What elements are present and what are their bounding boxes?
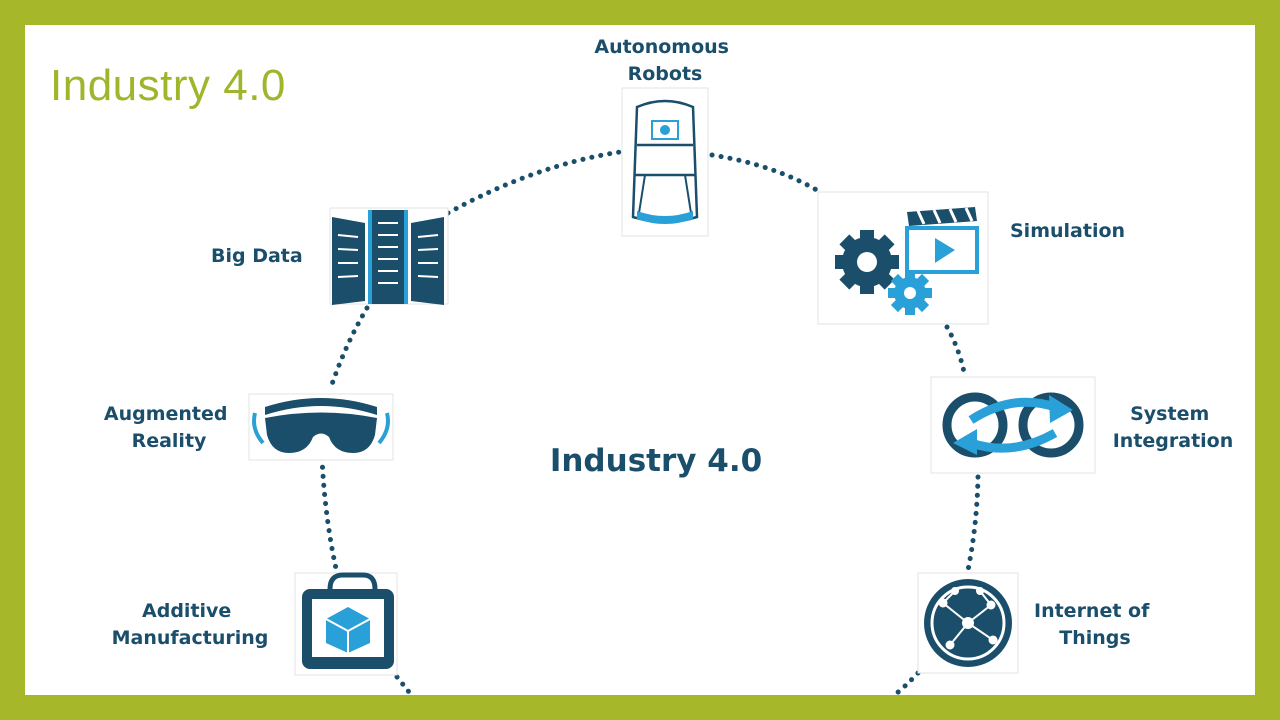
center-title: Industry 4.0	[550, 443, 762, 479]
node-label-system-integration: System Integration	[1113, 403, 1234, 452]
connector-ar-additive	[319, 455, 340, 576]
node-label-augmented-reality: Augmented Reality	[104, 403, 234, 452]
connector-bigdata-ar	[327, 305, 370, 393]
connector-robots-simulation	[709, 152, 823, 195]
slide-title: Industry 4.0	[50, 61, 286, 110]
industry-diagram: Industry 4.0 Autonomous Robots	[104, 36, 1234, 695]
dotted-connectors	[319, 149, 981, 695]
gears-clapperboard-icon	[817, 191, 989, 325]
ar-headset-icon	[248, 393, 394, 461]
connector-integration-iot	[965, 474, 981, 573]
node-simulation: Simulation	[817, 191, 1125, 325]
server-racks-icon	[329, 207, 449, 305]
connector-bigdata-robots	[445, 149, 623, 216]
network-globe-icon	[917, 572, 1019, 674]
node-label-big-data: Big Data	[211, 245, 303, 267]
node-system-integration: System Integration	[930, 376, 1234, 474]
connector-simulation-integration	[944, 324, 968, 380]
connector-additive-bottom	[394, 674, 415, 695]
node-label-autonomous-robots: Autonomous Robots	[594, 36, 735, 85]
node-autonomous-robots: Autonomous Robots	[594, 36, 735, 237]
node-label-internet-of-things: Internet of Things	[1034, 600, 1156, 649]
node-label-simulation: Simulation	[1010, 220, 1125, 242]
node-augmented-reality: Augmented Reality	[104, 393, 394, 461]
slide: Industry 4.0 Industry 4.0 Autonomous Rob…	[25, 25, 1255, 695]
node-internet-of-things: Internet of Things	[917, 572, 1156, 674]
3d-printer-icon	[294, 572, 398, 676]
node-label-additive-manufacturing: Additive Manufacturing	[112, 600, 269, 649]
robot-vehicle-icon	[621, 87, 709, 237]
node-big-data: Big Data	[211, 207, 449, 305]
node-additive-manufacturing: Additive Manufacturing	[112, 572, 398, 676]
connector-iot-bottom	[890, 670, 921, 695]
integration-loop-icon	[930, 376, 1096, 474]
